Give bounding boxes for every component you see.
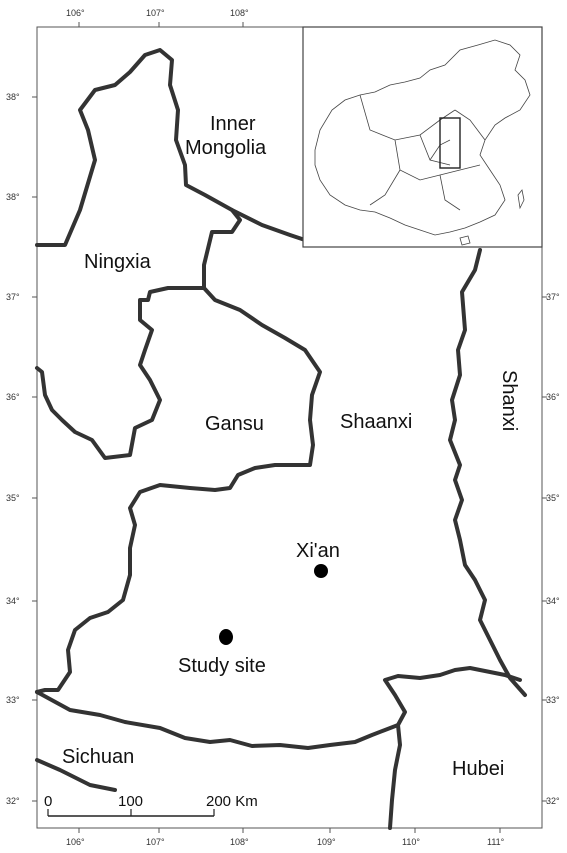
lat-tick-left-34: 34° [6, 596, 20, 606]
lon-tick-bottom-109: 109° [317, 837, 336, 847]
scale-label-0: 0 [44, 793, 52, 810]
region-labels: Inner Mongolia Ningxia Gansu Shaanxi Sha… [62, 113, 520, 780]
lon-tick-bottom-110: 110° [402, 837, 420, 847]
label-inner-mongolia-line2: Mongolia [185, 137, 267, 159]
border-south [35, 666, 522, 750]
lat-tick-right-36: 36° [546, 392, 560, 402]
point-study-site-marker [219, 629, 233, 645]
inset-study-area-box [439, 117, 461, 169]
lon-tick-top-108: 108° [230, 8, 249, 18]
border-inner-mongolia [230, 208, 307, 242]
inset-island-taiwan [517, 189, 525, 210]
lat-tick-left-37: 37° [6, 292, 20, 302]
label-hubei: Hubei [452, 758, 504, 780]
map-points: Xi'an Study site [178, 540, 340, 677]
label-sichuan: Sichuan [62, 746, 134, 768]
lon-tick-top-107: 107° [146, 8, 165, 18]
lon-tick-bottom-107: 107° [146, 837, 165, 847]
lat-tick-left-33: 33° [6, 695, 20, 705]
lon-tick-top-106: 106° [66, 8, 85, 18]
latitude-ticks-left: 38° 38° 37° 36° 35° 34° 33° 32° [6, 92, 37, 806]
border-shanxi [448, 248, 527, 697]
lat-tick-right-35: 35° [546, 493, 560, 503]
border-ningxia [35, 48, 242, 460]
lat-tick-right-32: 32° [546, 796, 560, 806]
inset-china-outline [314, 39, 531, 236]
inset-map-china [302, 26, 543, 248]
scale-label-200km: 200 Km [206, 793, 258, 810]
lat-tick-left-32: 32° [6, 796, 20, 806]
lat-tick-left-38b: 38° [6, 192, 20, 202]
label-study-site: Study site [178, 655, 266, 677]
lon-tick-bottom-106: 106° [66, 837, 85, 847]
scale-label-100: 100 [118, 793, 143, 810]
inset-frame [302, 26, 543, 248]
border-gansu-shaanxi [35, 286, 322, 694]
label-xian: Xi'an [296, 540, 340, 562]
inset-province-lines [359, 94, 486, 211]
longitude-ticks-bottom: 106° 107° 108° 109° 110° 111° [66, 828, 505, 847]
inset-island-hainan [459, 235, 471, 246]
lat-tick-left-36: 36° [6, 392, 20, 402]
label-inner-mongolia-line1: Inner [210, 113, 256, 135]
border-hubei [388, 723, 402, 830]
scale-bar: 0 100 200 Km [44, 793, 258, 817]
label-shaanxi: Shaanxi [340, 411, 412, 433]
lat-tick-right-34: 34° [546, 596, 560, 606]
point-xian-marker [314, 564, 328, 578]
lat-tick-right-37: 37° [546, 292, 560, 302]
lon-tick-bottom-111: 111° [487, 837, 505, 847]
label-shanxi: Shanxi [498, 370, 520, 431]
province-borders [35, 48, 527, 830]
label-gansu: Gansu [205, 413, 264, 435]
lat-tick-right-33: 33° [546, 695, 560, 705]
lat-tick-left-35: 35° [6, 493, 20, 503]
border-sw-corner [35, 758, 117, 792]
label-ningxia: Ningxia [84, 251, 152, 273]
latitude-ticks-right: 37° 36° 35° 34° 33° 32° [542, 292, 560, 806]
lat-tick-left-38a: 38° [6, 92, 20, 102]
longitude-ticks-top: 106° 107° 108° [66, 8, 249, 27]
lon-tick-bottom-108: 108° [230, 837, 249, 847]
